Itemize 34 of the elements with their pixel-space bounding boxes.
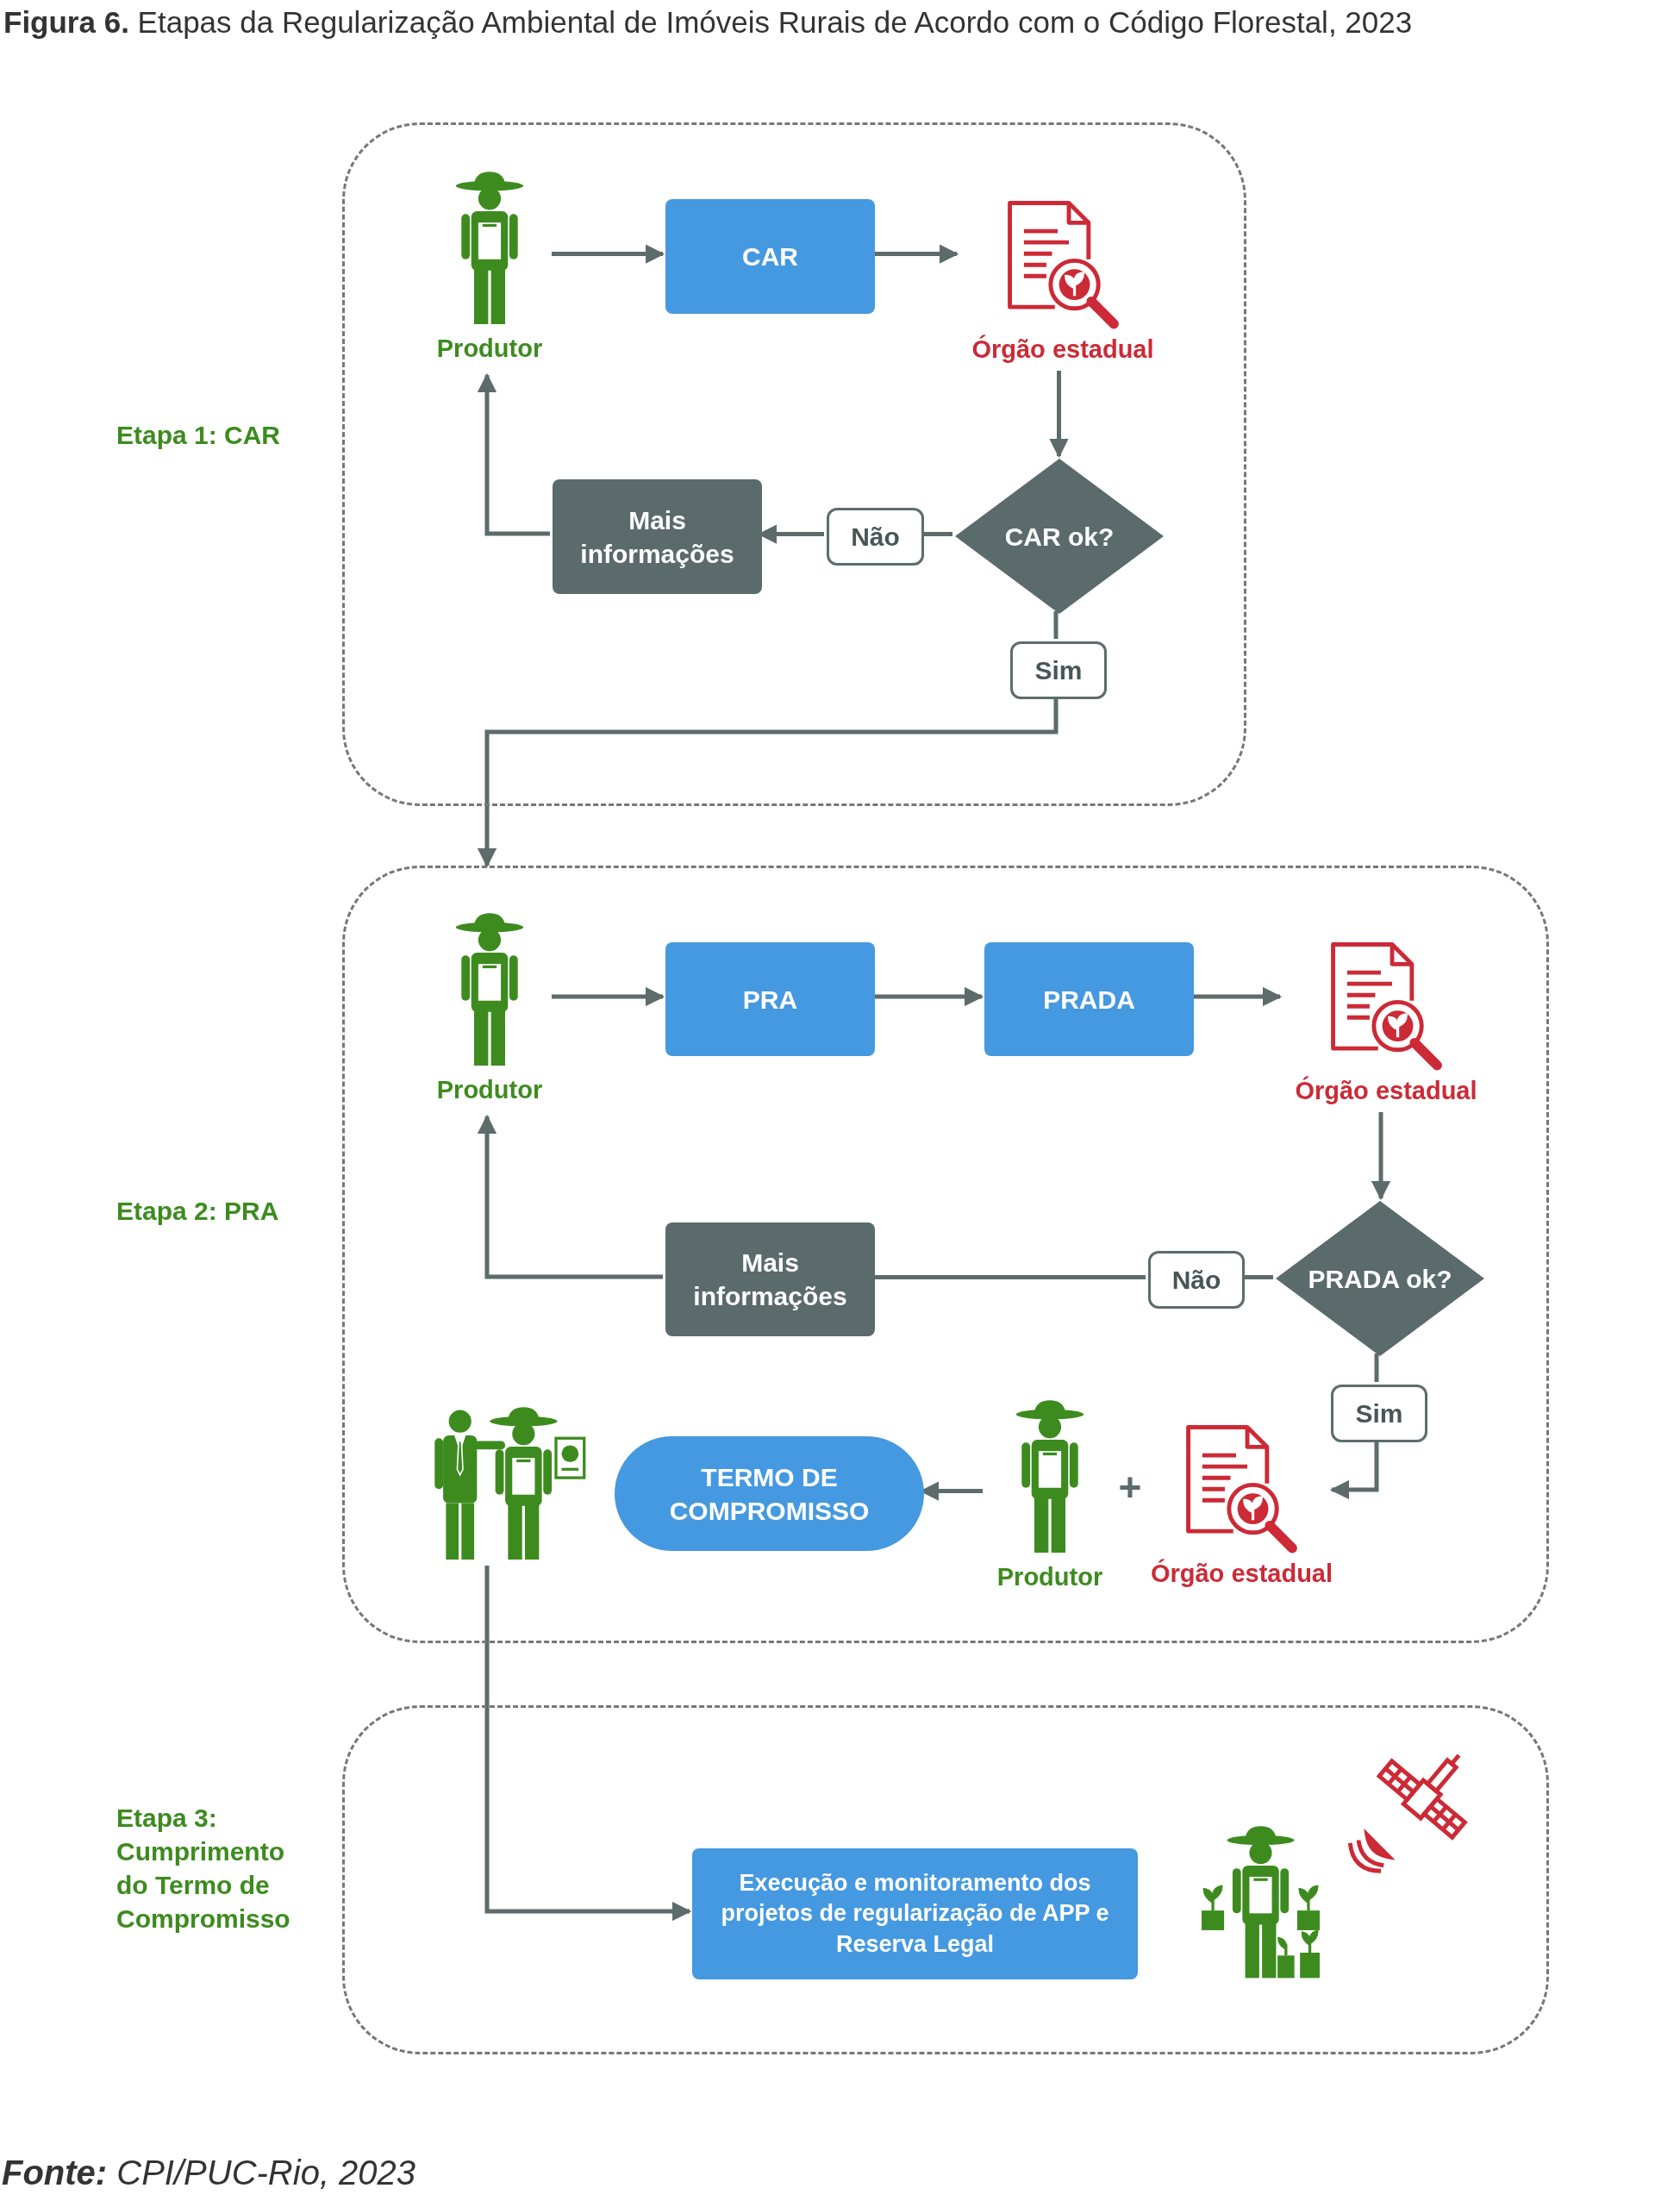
feedback-box: Mais informações [665, 1222, 875, 1336]
process-box: CAR [665, 199, 875, 314]
agency-label: Órgão estadual [1149, 1558, 1334, 1589]
arrow [477, 1114, 663, 1279]
arrow [477, 372, 550, 536]
source-caption: Fonte: CPI/PUC-Rio, 2023 [2, 2154, 416, 2192]
agency-label: Órgão estadual [1294, 1075, 1478, 1106]
connector-line [1374, 1354, 1379, 1382]
answer-tag: Não [827, 508, 924, 566]
actor-label: Produtor [435, 1075, 544, 1105]
process-box: PRADA [984, 942, 1194, 1056]
arrow [484, 1566, 692, 1922]
answer-tag: Não [1148, 1251, 1245, 1309]
arrow [552, 244, 665, 264]
feedback-box: Mais informações [553, 479, 762, 594]
plus-sign: + [1117, 1467, 1143, 1507]
stage-label: Etapa 1: CAR [116, 420, 282, 451]
agency-label: Órgão estadual [971, 334, 1155, 365]
stage-label: Etapa 2: PRA [116, 1196, 280, 1227]
actor-label: Produtor [996, 1562, 1104, 1592]
actor-label: Produtor [435, 334, 544, 364]
terminal-pill: TERMO DE COMPROMISSO [615, 1436, 924, 1551]
process-box: Execução e monitoramento dos projetos de regularização de APP e Reserva Legal [692, 1848, 1138, 1979]
answer-tag: Sim [1331, 1385, 1427, 1442]
connector-line [1053, 611, 1059, 639]
arrow [1371, 1112, 1391, 1201]
arrow [1049, 371, 1069, 459]
arrow [552, 986, 665, 1007]
decision-diamond: CAR ok? [955, 459, 1164, 614]
stage-label: Etapa 3: Cumprimento do Termo de Compromisso [116, 1803, 291, 1935]
decision-diamond: PRADA ok? [1276, 1201, 1484, 1356]
process-box: PRA [665, 942, 875, 1056]
answer-tag: Sim [1010, 641, 1107, 699]
figure-title: Figura 6. Etapas da Regularização Ambiental de Imóveis Rurais de Acordo com o Código Florestal, 2023 [3, 5, 1414, 40]
